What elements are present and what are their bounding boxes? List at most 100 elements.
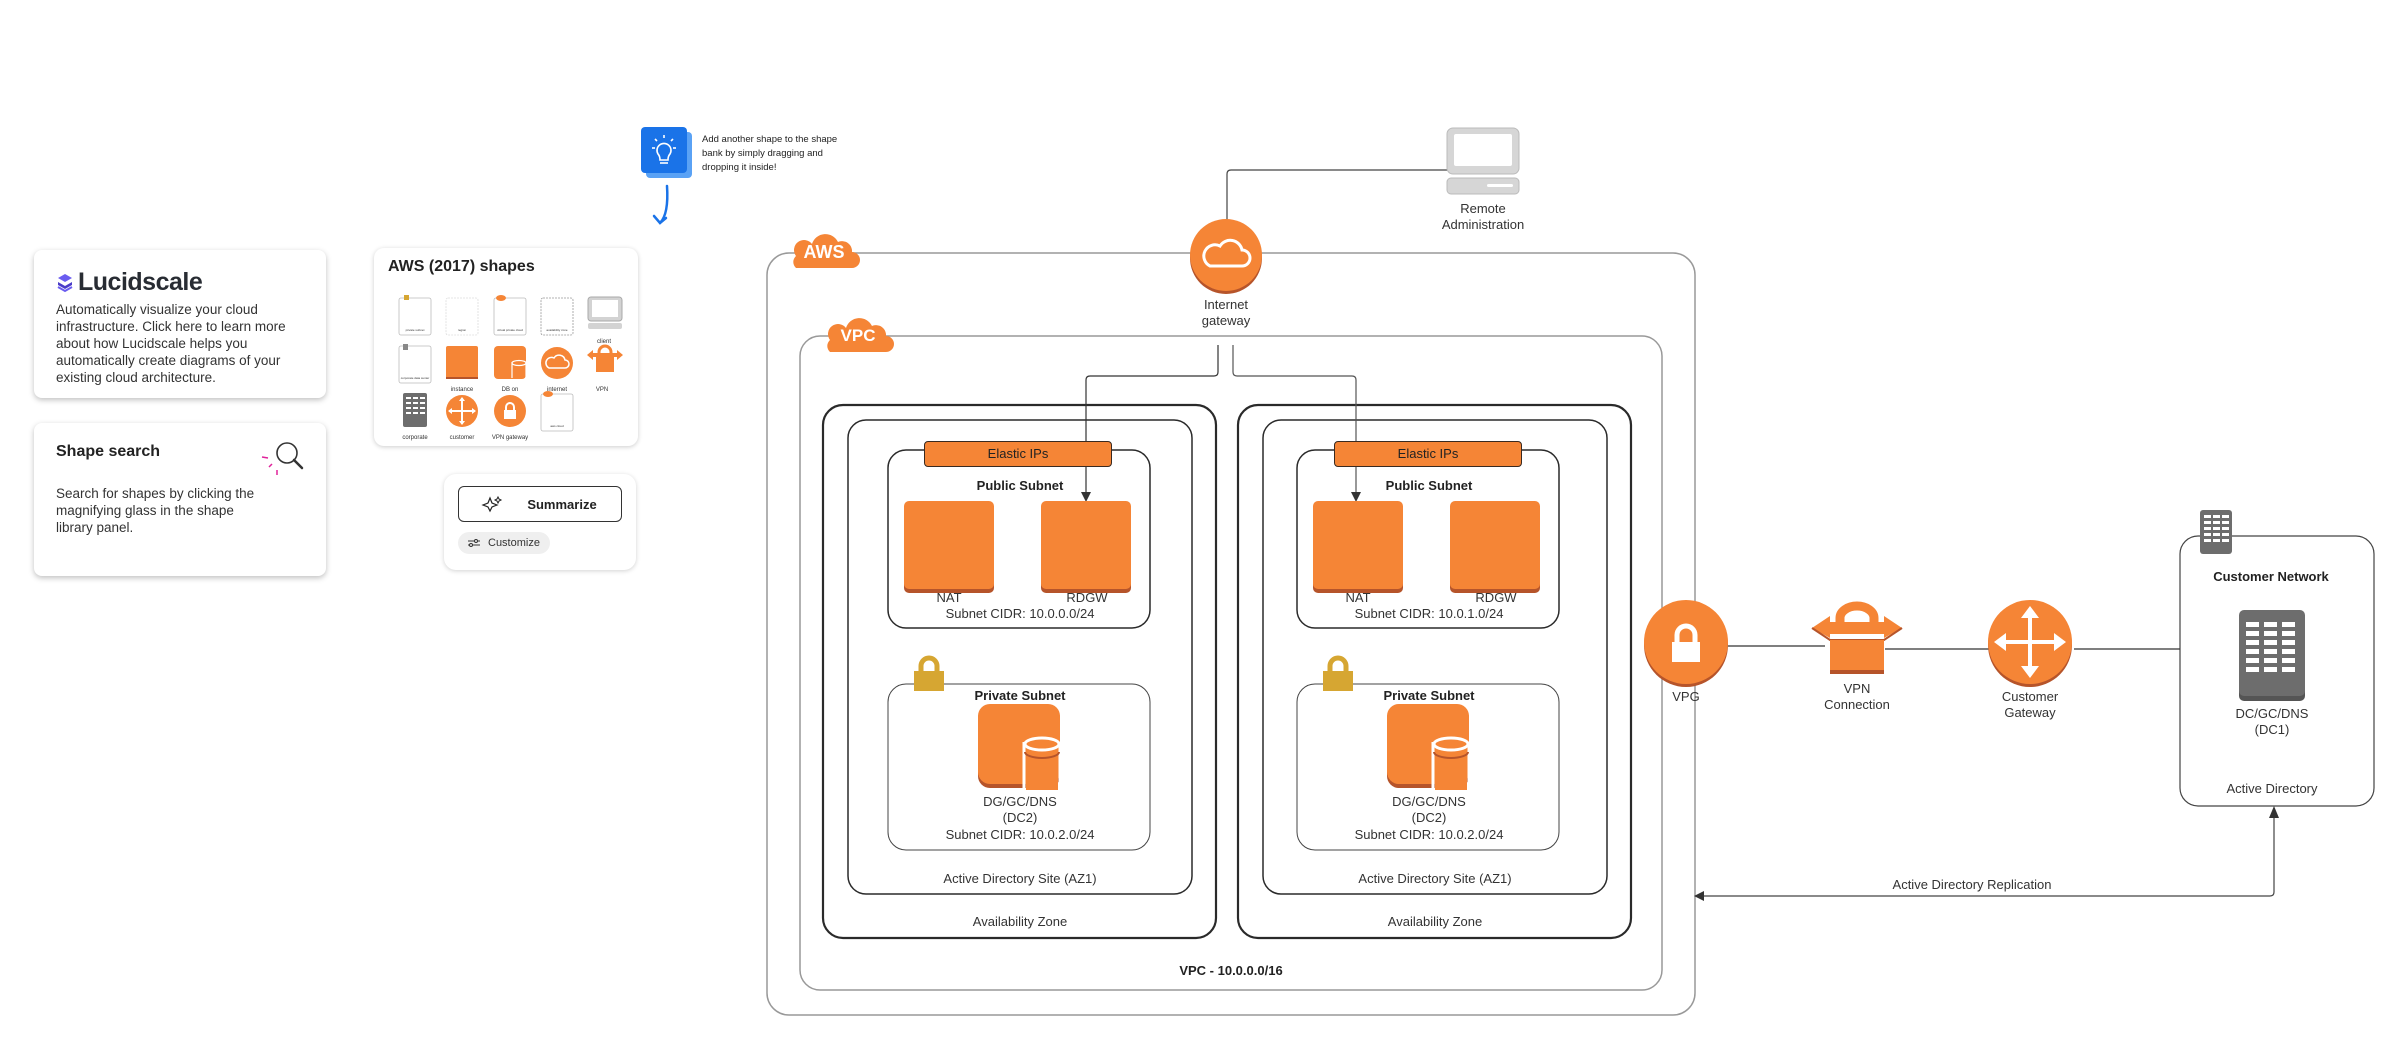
library-shape-internet[interactable]: internet	[540, 344, 574, 393]
library-label: instance	[450, 387, 474, 393]
remote-administration-computer-icon[interactable]	[1445, 126, 1521, 196]
library-shape-corporate-data-center[interactable]: corporate data center	[398, 344, 432, 384]
customer-network-title: Customer Network	[2213, 569, 2329, 584]
customer-network-container[interactable]	[2179, 535, 2375, 807]
elastic-ips-2[interactable]: Elastic IPs	[1334, 441, 1522, 467]
nat-label-2: NAT	[1345, 590, 1371, 605]
dc1-label: DC/GC/DNS(DC1)	[2235, 706, 2309, 737]
private-subnet-container-icon	[398, 295, 432, 336]
connector-ad-replication[interactable]	[1702, 812, 2275, 897]
dc2-label-1: DG/GC/DNS(DC2)	[983, 794, 1057, 825]
rdgw-label-1: RDGW	[1066, 590, 1108, 605]
private-subnet-2-title: Private Subnet	[1383, 688, 1475, 703]
library-label: VPN gateway	[491, 435, 529, 441]
db-on-instance-icon[interactable]	[1385, 704, 1471, 792]
customer-gateway-icon[interactable]	[1986, 598, 2074, 688]
summarize-button[interactable]: Summarize	[458, 486, 622, 522]
lucidscale-logo-icon	[57, 273, 73, 292]
ad-replication-label: Active Directory Replication	[1892, 877, 2052, 892]
availability-zone-container-icon	[540, 297, 574, 336]
availability-zone-1-label: Availability Zone	[972, 914, 1068, 929]
shape-search-description: Search for shapes by clicking the magnif…	[56, 486, 255, 535]
ai-actions-panel: Summarize Customize	[444, 474, 636, 570]
vpn-connection-icon	[587, 344, 623, 372]
ad-site-2-container[interactable]	[1262, 419, 1608, 895]
corporate-building-icon[interactable]	[2238, 610, 2306, 702]
library-shape-client[interactable]: client	[587, 296, 623, 345]
sparkle-icon	[481, 495, 503, 513]
lightbulb-icon	[641, 127, 692, 225]
lucidscale-card[interactable]: Lucidscale Automatically visualize your …	[34, 250, 326, 398]
library-shape-aws-cloud[interactable]: aws cloud	[540, 391, 574, 432]
library-shape-vpn-gateway[interactable]: VPN gateway	[492, 392, 528, 441]
private-subnet-1-container[interactable]	[887, 683, 1151, 851]
library-shape-region[interactable]: region	[445, 296, 479, 336]
library-shape-vpc[interactable]: virtual private cloud	[493, 295, 527, 336]
corporate-badge-icon	[2200, 510, 2232, 554]
connector-igw-eip-1[interactable]	[1085, 345, 1219, 498]
library-shape-customer[interactable]: customer	[445, 392, 479, 441]
library-shape-availability-zone[interactable]: availability zone	[540, 296, 574, 336]
arrow-head	[2269, 806, 2279, 818]
availability-zone-2-container[interactable]	[1236, 403, 1633, 940]
nat-instance-2[interactable]	[1313, 501, 1403, 589]
internet-gateway-icon[interactable]	[1188, 218, 1264, 296]
rdgw-instance-2[interactable]	[1450, 501, 1540, 589]
client-computer-icon	[587, 296, 623, 329]
arrow-head	[1081, 492, 1091, 502]
library-label: VPN	[595, 387, 609, 393]
library-label: corporate data center	[400, 376, 430, 380]
library-shape-instance[interactable]: instance	[445, 344, 479, 393]
library-label: private subnet	[405, 328, 425, 332]
vpc-container-icon	[493, 295, 527, 336]
summarize-label: Summarize	[527, 496, 597, 512]
db-on-instance-icon[interactable]	[976, 704, 1062, 792]
vpn-connection-icon[interactable]	[1810, 601, 1904, 678]
aws-badge-label: AWS	[803, 242, 845, 262]
rdgw-instance-1[interactable]	[1041, 501, 1131, 589]
library-shape-corporate[interactable]: corporate	[398, 392, 432, 441]
rdgw-label-2: RDGW	[1475, 590, 1517, 605]
library-shape-private-subnet[interactable]: private subnet	[398, 295, 432, 336]
vpc-badge-label: VPC	[840, 326, 876, 345]
sliders-icon	[468, 539, 480, 547]
private-subnet-1-title: Private Subnet	[974, 688, 1066, 703]
arrow-head	[1351, 492, 1361, 502]
connector-igw-eip-2[interactable]	[1232, 345, 1357, 498]
corporate-building-icon	[403, 393, 427, 427]
region-container-icon	[445, 297, 479, 336]
library-label: DB on	[501, 387, 519, 393]
dc2-label-2: DG/GC/DNS(DC2)	[1392, 794, 1466, 825]
public-subnet-1-cidr: Subnet CIDR: 10.0.0.0/24	[945, 606, 1095, 621]
nat-label-1: NAT	[936, 590, 962, 605]
library-shape-db-on-instance[interactable]: DB on	[493, 344, 527, 393]
library-label: region	[457, 328, 467, 332]
shape-library-title: AWS (2017) shapes	[388, 258, 535, 275]
library-shape-vpn[interactable]: VPN	[585, 344, 623, 393]
aws-cloud-badge-icon	[793, 234, 860, 268]
private-subnet-2-cidr: Subnet CIDR: 10.0.2.0/24	[1354, 827, 1504, 842]
vpn-gateway-icon[interactable]	[1642, 598, 1730, 688]
shape-library-panel[interactable]: AWS (2017) shapes private subnet region …	[374, 248, 638, 446]
private-subnet-2-container[interactable]	[1296, 683, 1560, 851]
lucidscale-title-text: Lucidscale	[78, 268, 203, 296]
customer-gateway-icon	[446, 395, 478, 427]
vpn-gateway-icon	[494, 395, 526, 427]
shape-search-card[interactable]: Shape search Search for shapes by clicki…	[34, 423, 326, 576]
availability-zone-1-container[interactable]	[821, 403, 1218, 940]
customize-button[interactable]: Customize	[458, 532, 550, 554]
aws-cloud-container[interactable]	[766, 252, 1696, 1016]
shape-search-title: Shape search	[56, 443, 161, 460]
connector-igw-remote-admin[interactable]	[1226, 169, 1448, 220]
library-label: virtual private cloud	[497, 328, 523, 332]
tip-text: Add another shape to the shape bank by s…	[702, 134, 838, 173]
elastic-ips-1[interactable]: Elastic IPs	[924, 441, 1112, 467]
ad-site-1-container[interactable]	[847, 419, 1193, 895]
instance-icon	[446, 346, 478, 379]
nat-instance-1[interactable]	[904, 501, 994, 589]
private-subnet-lock-icon	[1323, 655, 1353, 691]
arrow-head	[1694, 891, 1704, 901]
library-label: availability zone	[546, 328, 568, 332]
